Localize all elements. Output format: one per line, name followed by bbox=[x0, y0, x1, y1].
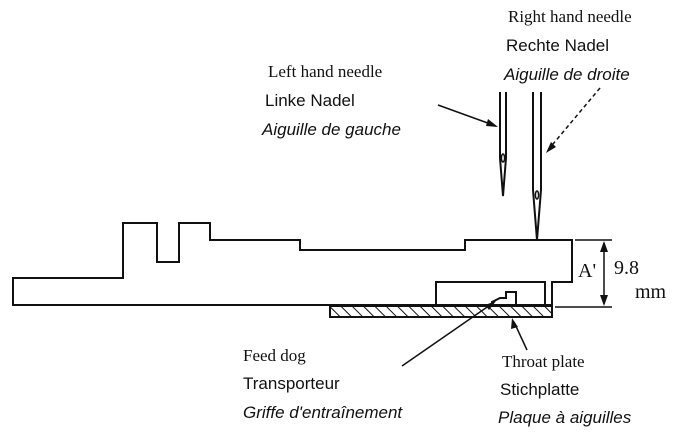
right-needle-label-fr: Aiguille de droite bbox=[504, 65, 630, 84]
leader-feed-dog bbox=[401, 301, 496, 367]
dimension-value: 9.8 bbox=[614, 257, 639, 279]
throat-plate-label-fr: Plaque à aiguilles bbox=[498, 408, 632, 427]
feed-dog-teeth bbox=[491, 291, 517, 306]
feed-dog-label-en: Feed dog bbox=[243, 346, 306, 365]
feed-dog-label-fr: Griffe d'entraînement bbox=[243, 403, 403, 422]
feed-dog-label-de: Transporteur bbox=[243, 374, 340, 393]
dimension-a-prime bbox=[555, 239, 612, 308]
feed-dog bbox=[435, 281, 546, 306]
left-needle-label-de: Linke Nadel bbox=[265, 91, 355, 110]
throat-plate bbox=[329, 305, 553, 318]
left-needle bbox=[499, 92, 507, 197]
throat-plate-label-de: Stichplatte bbox=[500, 380, 580, 399]
leader-throat-plate bbox=[511, 318, 528, 351]
dimension-letter: A' bbox=[578, 260, 597, 282]
leader-left-needle bbox=[437, 104, 498, 127]
right-needle-label-en: Right hand needle bbox=[508, 7, 632, 26]
right-needle-label-de: Rechte Nadel bbox=[506, 36, 610, 55]
leader-right-needle bbox=[546, 87, 601, 153]
left-needle-label-en: Left hand needle bbox=[268, 62, 383, 81]
right-needle bbox=[532, 92, 542, 241]
left-needle-label-fr: Aiguille de gauche bbox=[262, 120, 401, 139]
throat-plate-label-en: Throat plate bbox=[502, 352, 585, 371]
bed-profile bbox=[12, 222, 573, 306]
dimension-unit: mm bbox=[635, 281, 667, 303]
